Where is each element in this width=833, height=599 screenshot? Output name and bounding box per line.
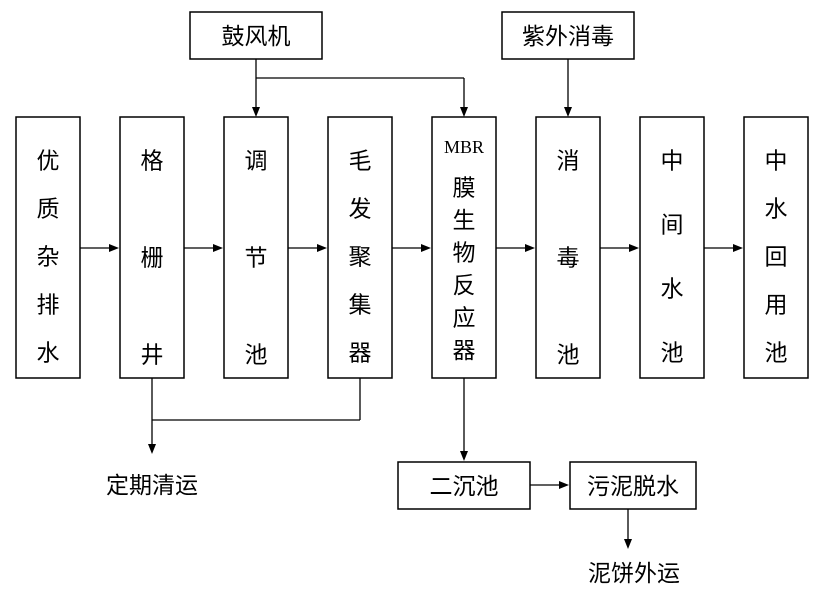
label-glyph: 中	[661, 149, 684, 175]
label-glyph: 器	[349, 341, 372, 367]
stage-tiaojie: 调节池	[223, 116, 289, 379]
label-glyph: 回	[765, 245, 788, 271]
arrowhead	[525, 244, 535, 252]
uv-box: 紫外消毒	[501, 11, 635, 60]
label-glyph: 生	[453, 208, 476, 234]
arrowhead	[624, 539, 632, 549]
label-glyph: 排	[37, 293, 60, 319]
label-glyph: 集	[349, 293, 372, 319]
stage-xiaodu: 消毒池	[535, 116, 601, 379]
label-glyph: 池	[245, 343, 268, 369]
secondary-clarifier-label: 二沉池	[430, 474, 499, 500]
stage-gezha-label: 格栅井	[141, 149, 164, 369]
blower-box: 鼓风机	[189, 11, 323, 60]
sludge-dewatering-label: 污泥脱水	[587, 474, 679, 500]
secondary-clarifier-box: 二沉池	[397, 461, 531, 510]
label-glyph: 发	[349, 197, 372, 223]
label-glyph: 质	[37, 197, 60, 223]
label-glyph: 池	[765, 341, 788, 367]
arrowhead	[317, 244, 327, 252]
label-glyph: 器	[453, 338, 476, 364]
label-glyph: 杂	[37, 245, 60, 271]
arrowhead	[629, 244, 639, 252]
label-glyph: 水	[661, 277, 684, 303]
label-glyph: 聚	[349, 245, 372, 271]
arrowhead	[564, 107, 572, 117]
arrowheads	[109, 107, 743, 549]
label-glyph: 毒	[557, 246, 580, 272]
arrowhead	[213, 244, 223, 252]
arrowhead	[252, 107, 260, 117]
label-glyph: 反	[453, 273, 476, 299]
label-glyph: 节	[245, 246, 268, 272]
label-glyph: 毛	[349, 149, 372, 175]
label-glyph: 调	[245, 149, 268, 175]
label-glyph: 间	[661, 213, 684, 239]
stage-xiaodu-label: 消毒池	[557, 149, 580, 369]
label-glyph: 栅	[141, 246, 164, 272]
uv-label: 紫外消毒	[522, 24, 614, 50]
sludge-dewatering-box: 污泥脱水	[569, 461, 697, 510]
periodic-removal-label: 定期清运	[106, 473, 198, 499]
label-glyph: 池	[661, 341, 684, 367]
arrowhead	[559, 481, 569, 489]
label-glyph: 物	[453, 241, 476, 267]
label-glyph: 水	[765, 197, 788, 223]
arrowhead	[148, 444, 156, 454]
arrowhead	[460, 451, 468, 461]
cake-removal-label: 泥饼外运	[588, 561, 680, 587]
stage-mbr-latin-label: MBR	[444, 137, 484, 157]
label-glyph: 消	[557, 149, 580, 175]
label-glyph: 中	[765, 149, 788, 175]
stage-tiaojie-label: 调节池	[245, 149, 268, 369]
label-glyph: 优	[37, 149, 60, 175]
stage-gezha: 格栅井	[119, 116, 185, 379]
label-glyph: 井	[141, 343, 164, 369]
label-glyph: 水	[37, 341, 60, 367]
arrowhead	[460, 107, 468, 117]
label-glyph: 格	[141, 149, 164, 175]
label-glyph: 用	[765, 293, 788, 319]
arrowhead	[733, 244, 743, 252]
arrowhead	[109, 244, 119, 252]
edges	[80, 59, 734, 540]
label-glyph: 池	[557, 343, 580, 369]
arrowhead	[421, 244, 431, 252]
label-glyph: 应	[453, 306, 476, 332]
blower-label: 鼓风机	[222, 24, 291, 50]
label-glyph: 膜	[453, 176, 476, 202]
